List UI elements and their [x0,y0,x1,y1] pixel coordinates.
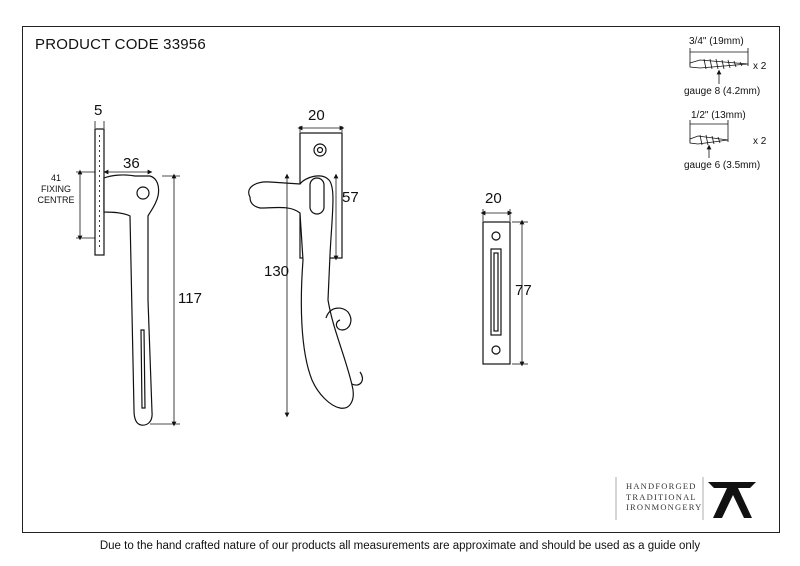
dim-fixing-centre: 41 FIXING CENTRE [37,173,75,205]
dim-projection: 36 [123,155,140,172]
screw-long-length: 3/4" (19mm) [689,36,744,47]
screw-short-length: 1/2" (13mm) [691,110,746,121]
dim-keep-width: 20 [485,190,502,207]
brand-wordmark: HANDFORGED TRADITIONAL IRONMONGERY [626,481,703,512]
dim-side-width: 20 [308,107,325,124]
disclaimer: Due to the hand crafted nature of our pr… [99,540,701,552]
side-dimensions [284,125,345,418]
anvil-logo-icon [615,477,756,520]
keep-plate [482,221,511,365]
screw-short [689,120,729,158]
dim-side-length: 130 [264,263,290,280]
product-code: PRODUCT CODE 33956 [35,36,206,53]
drawing-sheet [22,26,780,533]
dim-front-length: 117 [178,290,202,307]
dim-plate-height: 57 [342,189,359,206]
keep-dimensions [480,209,528,367]
screw-long [689,48,749,84]
dim-thickness: 5 [94,102,103,119]
screw-long-gauge: gauge 8 (4.2mm) [684,86,761,97]
front-view-fastener [94,128,160,426]
screw-short-gauge: gauge 6 (3.5mm) [684,160,761,171]
front-dimensions [76,121,180,427]
screw-short-qty: x 2 [753,136,767,147]
screw-long-qty: x 2 [753,61,767,72]
dim-keep-height: 77 [515,282,532,299]
